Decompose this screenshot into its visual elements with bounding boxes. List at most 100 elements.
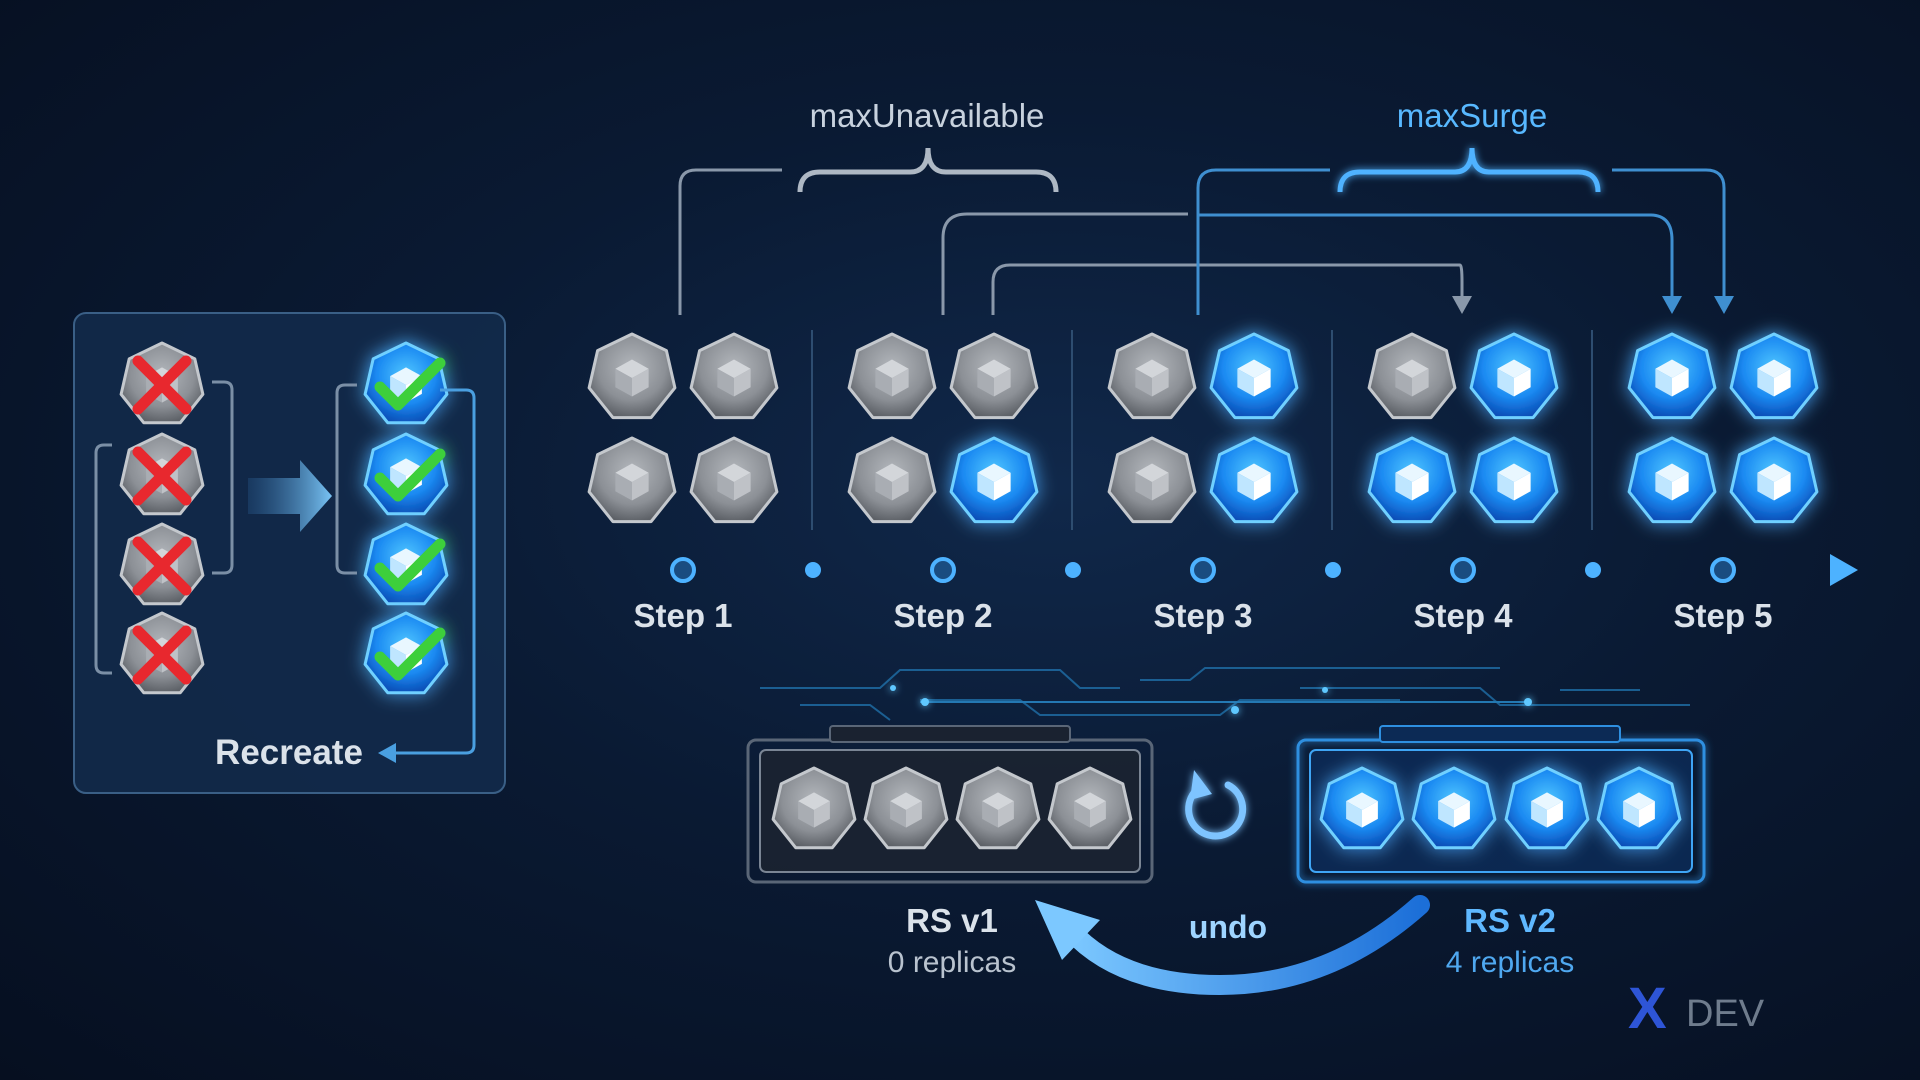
pod-ready <box>363 341 449 425</box>
circuit-node <box>890 685 896 691</box>
recreate-panel: Recreate <box>73 312 506 794</box>
timeline-step-marker <box>1710 557 1736 583</box>
pod-old <box>689 436 779 524</box>
cube-icon <box>1237 359 1271 397</box>
old-pods-bracket-lower <box>94 443 112 675</box>
rs-v1-inner-frame <box>759 749 1141 873</box>
rs-v1-name: RS v1 <box>906 902 998 939</box>
pod-old <box>587 332 677 420</box>
timeline-step-marker <box>930 557 956 583</box>
undo-arrowhead <box>1035 900 1100 960</box>
cube-icon <box>977 359 1011 397</box>
cube-icon <box>1655 463 1689 501</box>
ready-check-icon <box>374 538 446 592</box>
max-unavailable-brace <box>797 147 1059 193</box>
pod-failed <box>119 522 205 606</box>
circuit-node <box>1231 706 1239 714</box>
circuit-node <box>1524 698 1532 706</box>
pod-ready <box>363 522 449 606</box>
step-label: Step 3 <box>1153 597 1252 634</box>
undo-arrow-curve <box>1060 895 1430 996</box>
circuit-node <box>921 698 929 706</box>
cube-icon <box>890 792 922 828</box>
cube-icon <box>1074 792 1106 828</box>
ready-check-icon <box>374 627 446 681</box>
new-pods-bracket <box>335 383 357 575</box>
cube-icon <box>717 463 751 501</box>
timeline-dot <box>1325 562 1341 578</box>
cube-icon <box>1438 792 1470 828</box>
cube-icon <box>1135 463 1169 501</box>
undo-arrow: undo <box>1035 895 1430 996</box>
circuit-trace <box>760 669 1120 689</box>
pod-new <box>1367 436 1457 524</box>
timeline <box>567 554 1858 586</box>
timeline-arrowhead <box>1830 554 1858 586</box>
pod-old <box>1047 766 1133 850</box>
pod-failed <box>119 432 205 516</box>
max-surge-arrowhead-2 <box>1662 296 1682 314</box>
cube-icon <box>977 463 1011 501</box>
pod-failed <box>119 611 205 695</box>
max-unavailable-arrowhead <box>1452 296 1472 314</box>
cube-icon <box>1623 792 1655 828</box>
timeline-step-marker <box>1190 557 1216 583</box>
pod-new <box>1209 332 1299 420</box>
cube-icon <box>1757 359 1791 397</box>
undo-label: undo <box>1189 909 1267 945</box>
recreate-transition-arrow <box>248 460 332 532</box>
cube-icon <box>1655 359 1689 397</box>
replica-set-v1: RS v1 0 replicas <box>746 725 1154 979</box>
pod-old <box>955 766 1041 850</box>
circuit-trace <box>1300 687 1690 706</box>
pod-old <box>1367 332 1457 420</box>
rs-v1-replicas: 0 replicas <box>888 946 1016 979</box>
max-surge-connector-1 <box>1196 168 1330 315</box>
step-label: Step 4 <box>1413 597 1513 634</box>
timeline-dot <box>1065 562 1081 578</box>
cube-icon <box>982 792 1014 828</box>
max-surge-annotation: maxSurge <box>1196 97 1734 315</box>
max-surge-label: maxSurge <box>1397 97 1547 134</box>
recreate-return-arrowhead <box>378 743 396 763</box>
recreate-old-pods <box>119 341 205 695</box>
failed-x-icon <box>132 355 192 415</box>
pod-new <box>1209 436 1299 524</box>
rs-v2-replicas: 4 replicas <box>1446 946 1574 979</box>
pod-new <box>1504 766 1590 850</box>
pod-old <box>1107 436 1197 524</box>
cube-icon <box>1531 792 1563 828</box>
step-1: Step 1 <box>587 332 779 634</box>
max-surge-arrowhead-1 <box>1714 296 1734 314</box>
max-unavailable-connector-1 <box>678 168 782 315</box>
cube-icon <box>1395 463 1429 501</box>
pod-old <box>863 766 949 850</box>
rs-v2-inner-frame <box>1309 749 1693 873</box>
circuit-trace <box>1140 667 1500 681</box>
rs-v1-pods <box>771 766 1133 850</box>
replica-set-v2: RS v2 4 replicas <box>1296 725 1706 979</box>
pod-new <box>1469 436 1559 524</box>
old-pods-bracket-upper <box>212 380 234 575</box>
max-unavailable-connector-2 <box>941 212 1188 315</box>
cube-icon <box>615 463 649 501</box>
circuit-node <box>1322 687 1328 693</box>
pod-old <box>1107 332 1197 420</box>
cube-icon <box>1757 463 1791 501</box>
brand-text: DEV <box>1686 993 1765 1035</box>
pod-new <box>1469 332 1559 420</box>
cube-icon <box>875 359 909 397</box>
step-label: Step 1 <box>633 597 732 634</box>
rs-v2-tab <box>1379 725 1621 743</box>
step-4: Step 4 <box>1367 332 1559 634</box>
timeline-dot <box>1585 562 1601 578</box>
step-2: Step 2 <box>847 332 1039 634</box>
rollback-icon <box>1185 770 1247 840</box>
pod-old <box>949 332 1039 420</box>
pod-failed <box>119 341 205 425</box>
failed-x-icon <box>132 536 192 596</box>
cube-icon <box>1395 359 1429 397</box>
pod-old <box>847 436 937 524</box>
rs-v1-tab <box>829 725 1071 743</box>
recreate-return-line <box>392 388 476 755</box>
